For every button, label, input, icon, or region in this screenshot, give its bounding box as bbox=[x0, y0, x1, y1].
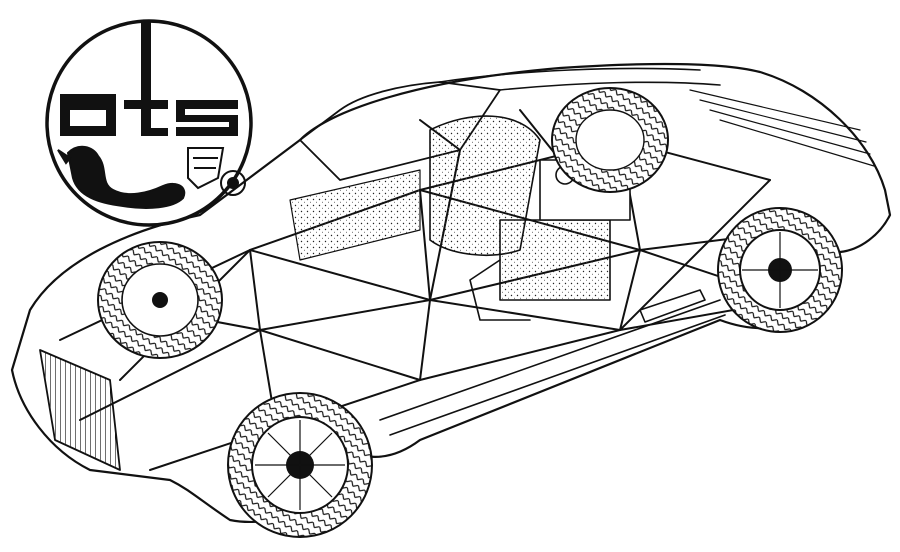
side-sill bbox=[379, 289, 726, 436]
front-left-wheel bbox=[227, 392, 373, 538]
roof-line bbox=[439, 67, 721, 91]
dragon-emblem bbox=[57, 145, 246, 209]
front-right-wheel bbox=[97, 241, 223, 359]
rear-right-wheel bbox=[717, 207, 843, 333]
body-outline bbox=[10, 62, 892, 523]
floor-pan bbox=[289, 169, 421, 261]
rear-left-wheel bbox=[551, 87, 669, 193]
rear-louvres bbox=[689, 89, 875, 167]
front-grille bbox=[39, 349, 121, 471]
ats-logo bbox=[45, 19, 253, 227]
